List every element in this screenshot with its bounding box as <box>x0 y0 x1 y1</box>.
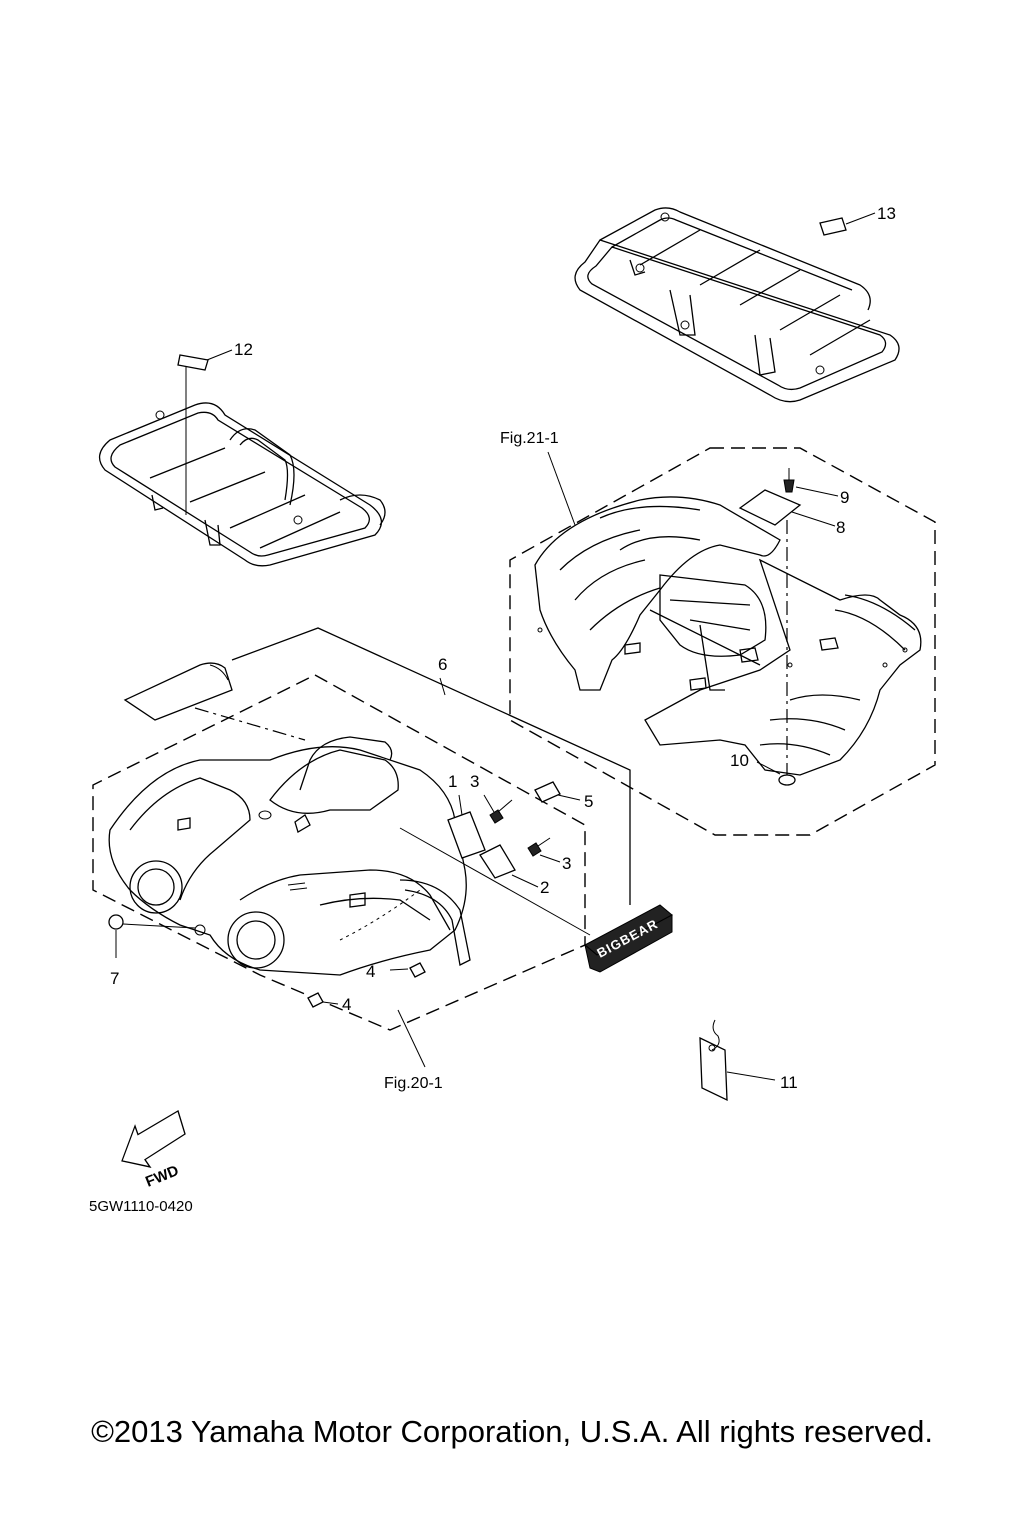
bracket-2 <box>479 844 516 879</box>
front-fender <box>108 736 471 976</box>
tag-11 <box>699 1019 728 1102</box>
rivet-3a <box>489 809 504 824</box>
plate-8 <box>738 489 802 526</box>
callout-13: 13 <box>877 204 896 223</box>
mat-panel <box>123 662 233 721</box>
label-decal-12 <box>177 354 209 371</box>
rivet-3b <box>527 842 542 857</box>
front-carrier <box>98 402 386 567</box>
copyright-notice: ©2013 Yamaha Motor Corporation, U.S.A. A… <box>91 1414 933 1449</box>
rear-carrier <box>574 207 900 403</box>
callout-11: 11 <box>780 1073 798 1092</box>
callout-6: 6 <box>438 655 447 674</box>
washer-4a <box>409 962 426 978</box>
bracket-1 <box>447 811 486 859</box>
cap-9 <box>783 479 795 493</box>
forward-arrow-icon: FWD <box>121 1110 186 1191</box>
washer-4b <box>307 992 324 1008</box>
callout-4b: 4 <box>342 995 351 1014</box>
callout-2: 2 <box>540 878 549 897</box>
emblem: BIGBEAR <box>584 904 673 973</box>
callout-7: 7 <box>110 969 119 988</box>
callout-3a: 3 <box>470 772 479 791</box>
callout-4a: 4 <box>366 962 375 981</box>
callout-12: 12 <box>234 340 253 359</box>
callout-3b: 3 <box>562 854 571 873</box>
front-fender-boundary <box>92 674 586 1031</box>
rear-fender-boundary <box>509 447 936 836</box>
callout-5: 5 <box>584 792 593 811</box>
diagram-code: 5GW1110-0420 <box>89 1198 193 1215</box>
label-decal-13 <box>819 217 847 236</box>
rear-fender <box>534 496 922 776</box>
plug-7 <box>108 914 124 930</box>
callout-1: 1 <box>448 772 457 791</box>
fig-ref-front: Fig.20-1 <box>384 1075 443 1092</box>
grommet-10 <box>778 774 796 786</box>
label-5 <box>534 781 561 803</box>
callout-10: 10 <box>730 751 749 770</box>
callout-9: 9 <box>840 488 849 507</box>
fig-ref-rear: Fig.21-1 <box>500 430 559 447</box>
callout-8: 8 <box>836 518 845 537</box>
